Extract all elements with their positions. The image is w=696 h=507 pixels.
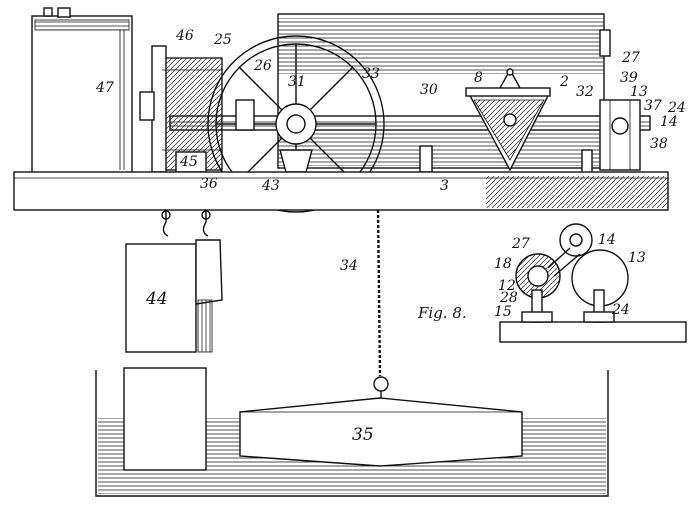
label-39: 39 [620,70,638,86]
label-44: 44 [145,289,168,309]
base-plate [13,171,669,211]
label-24: 24 [667,100,686,116]
label-28: 28 [499,290,518,306]
label-27-fig: 27 [511,236,530,252]
coil-drum [139,45,223,173]
rope [373,209,389,398]
label-32: 32 [576,84,594,100]
label-13-fig: 13 [628,250,646,266]
label-14-top: 14 [660,114,678,130]
label-30: 30 [420,82,438,98]
label-25: 25 [213,32,232,48]
label-45: 45 [179,154,198,170]
label-14-fig: 14 [598,232,616,248]
shaft-bearings [235,99,433,173]
label-43: 43 [261,178,280,194]
label-38: 38 [650,136,668,152]
label-34: 34 [340,258,358,274]
label-27-top: 27 [621,50,640,66]
label-15: 15 [494,304,512,320]
hanging-weights [125,210,223,353]
label-37: 37 [644,98,662,114]
label-8: 8 [474,70,483,86]
reference-labels: 46 25 27 47 26 31 33 30 8 2 39 13 32 37 … [95,28,686,445]
label-18: 18 [494,256,512,272]
label-33: 33 [362,66,380,82]
roller-drum [277,13,611,169]
label-12: 12 [498,278,516,294]
label-46: 46 [175,28,194,44]
label-13-top: 13 [630,84,648,100]
figure-caption: Fig. 8. [417,304,467,322]
label-3: 3 [440,178,449,194]
label-31: 31 [288,74,306,90]
label-47: 47 [95,80,114,96]
label-24-fig: 24 [611,302,630,318]
label-26: 26 [253,58,272,74]
label-2: 2 [559,74,569,90]
hanger-frame [465,68,552,172]
label-36: 36 [200,176,218,192]
right-bearing-frame [581,99,641,175]
flywheel-pedestal [279,149,313,173]
figure-8-detail [499,223,687,343]
cabinet-box [31,7,133,174]
water-tank [95,367,609,497]
main-machine [13,7,669,213]
label-35: 35 [352,425,374,445]
